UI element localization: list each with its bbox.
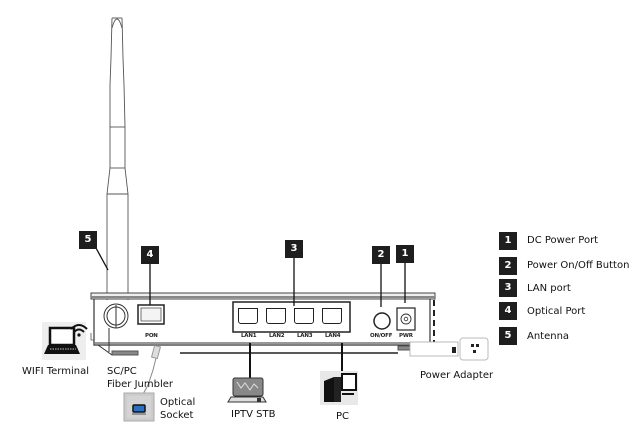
lan4-label: LAN4: [325, 333, 341, 339]
optical-socket-caption-1: Optical: [160, 397, 196, 408]
callout-badge-2: 2: [372, 246, 390, 264]
router-body: [90, 292, 436, 356]
antenna-base: [103, 303, 129, 352]
iptv-stb-icon: [227, 377, 267, 403]
lan2-label: LAN2: [269, 333, 285, 339]
callout-badge-3: 3: [285, 240, 303, 258]
legend-label-power-button: Power On/Off Button: [527, 260, 630, 271]
legend-badge-4: 4: [499, 302, 517, 320]
fiber-jumper-caption-1: SC/PC: [107, 366, 137, 377]
lan1-jack: [238, 308, 258, 324]
callout-badge-4: 4: [141, 246, 159, 264]
lan2-jack: [266, 308, 286, 324]
connection-lines: [249, 343, 343, 378]
lan4-jack: [322, 308, 342, 324]
legend-badge-1: 1: [499, 232, 517, 250]
iptv-stb-caption: IPTV STB: [231, 409, 276, 420]
wifi-terminal-icon: [42, 322, 88, 360]
legend-label-antenna: Antenna: [527, 331, 570, 342]
legend-badge-3: 3: [499, 279, 517, 297]
legend-label-optical-port: Optical Port: [527, 306, 586, 317]
optical-socket-icon: [123, 392, 155, 422]
lan3-label: LAN3: [297, 333, 313, 339]
pc-icon: [320, 371, 358, 405]
pc-caption: PC: [336, 411, 350, 422]
callout-badge-1: 1: [396, 245, 414, 263]
fiber-jumper-caption-2: Fiber Jumbler: [107, 379, 174, 390]
pon-port: [137, 304, 165, 325]
legend-label-lan-port: LAN port: [527, 283, 571, 294]
legend-badge-2: 2: [499, 257, 517, 275]
lan1-label: LAN1: [241, 333, 257, 339]
power-button: [373, 312, 391, 330]
lan3-jack: [294, 308, 314, 324]
dc-power-port: [396, 307, 416, 331]
callout-lines: [95, 247, 406, 307]
pwr-label: PWR: [399, 333, 413, 339]
antenna: [106, 17, 129, 300]
pon-label: PON: [145, 333, 158, 339]
legend-label-dc-power-port: DC Power Port: [527, 235, 599, 246]
optical-socket-caption-2: Socket: [160, 410, 194, 421]
wifi-terminal-caption: WIFI Terminal: [22, 366, 89, 377]
wifi-connection-line: [90, 333, 94, 341]
legend-badge-5: 5: [499, 327, 517, 345]
callout-badge-5: 5: [79, 231, 97, 249]
power-adapter: [409, 337, 489, 361]
power-adapter-caption: Power Adapter: [420, 370, 494, 381]
fiber-jumper-cable: [141, 344, 162, 397]
onoff-label: ON/OFF: [370, 333, 393, 339]
